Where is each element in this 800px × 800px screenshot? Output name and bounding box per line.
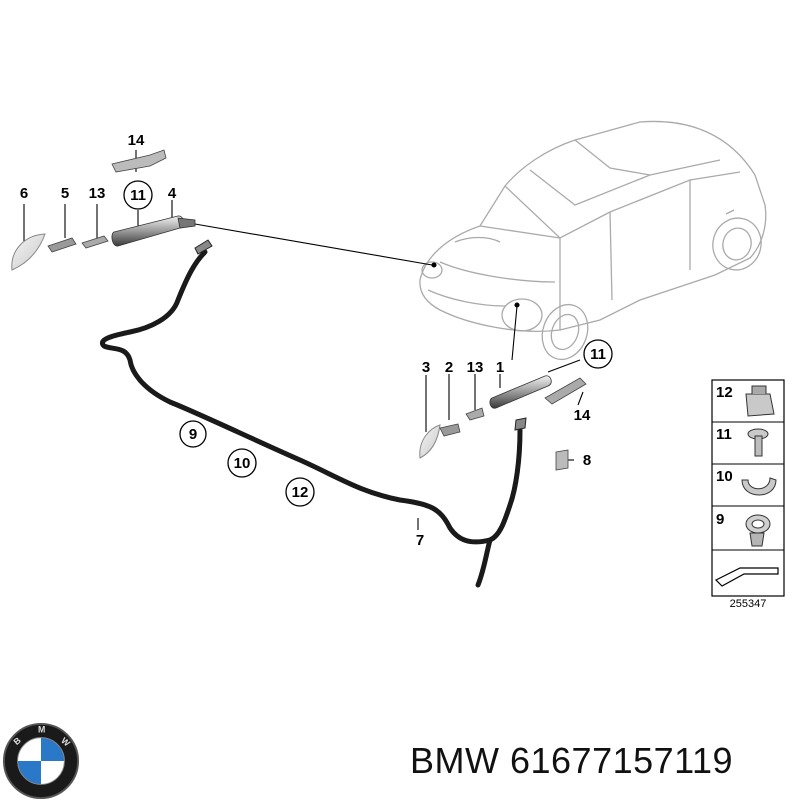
hose-clamp-icon — [741, 477, 777, 496]
callout-9: 9 — [179, 420, 207, 448]
svg-text:B: B — [11, 735, 22, 747]
callout-12: 12 — [285, 477, 315, 507]
callout-14-right: 14 — [574, 407, 591, 424]
bmw-logo: B M W — [2, 722, 80, 800]
legend-item-12: 12 — [716, 384, 775, 417]
callout-3: 3 — [422, 359, 430, 376]
callout-6: 6 — [20, 185, 28, 202]
callout-labels: 14 6 5 13 4 3 2 13 1 14 8 7 — [20, 132, 591, 549]
legend-item-11: 11 — [716, 426, 769, 457]
callout-13-left: 13 — [89, 185, 106, 202]
car-outline-drawing — [419, 120, 767, 361]
legend-item-10: 10 — [716, 468, 777, 496]
callout-5: 5 — [61, 185, 69, 202]
svg-text:9: 9 — [189, 426, 197, 443]
callout-8: 8 — [583, 452, 591, 469]
legend-item-9: 9 — [716, 511, 771, 547]
washer-hose — [100, 239, 527, 588]
svg-text:12: 12 — [292, 484, 309, 501]
callout-4: 4 — [168, 185, 177, 202]
svg-text:10: 10 — [234, 455, 251, 472]
clip-icon — [745, 385, 775, 417]
callout-14-left: 14 — [128, 132, 145, 149]
callout-7: 7 — [416, 532, 424, 549]
callout-2: 2 — [445, 359, 453, 376]
svg-text:M: M — [38, 725, 45, 735]
svg-text:12: 12 — [716, 384, 733, 401]
hose-clip-icon — [745, 514, 771, 547]
part-number-title: BMW 61677157119 — [410, 740, 734, 781]
screw-icon — [747, 428, 769, 457]
callout-13-right: 13 — [467, 359, 484, 376]
svg-text:9: 9 — [716, 511, 724, 528]
svg-text:11: 11 — [590, 346, 606, 363]
arrow-icon — [714, 567, 779, 587]
callout-11-left: 11 — [123, 180, 153, 210]
left-nozzle-assembly — [11, 149, 196, 271]
callout-1: 1 — [496, 359, 504, 376]
callout-11-right: 11 — [583, 339, 613, 369]
svg-text:11: 11 — [130, 187, 146, 204]
svg-text:11: 11 — [716, 426, 732, 443]
right-nozzle-assembly — [419, 375, 587, 471]
callout-10: 10 — [227, 448, 257, 478]
legend-panel: 12 11 10 9 — [711, 379, 785, 610]
circled-callouts: 11 11 9 10 12 — [123, 180, 613, 507]
diagram-number: 255347 — [730, 598, 767, 610]
svg-text:10: 10 — [716, 468, 733, 485]
